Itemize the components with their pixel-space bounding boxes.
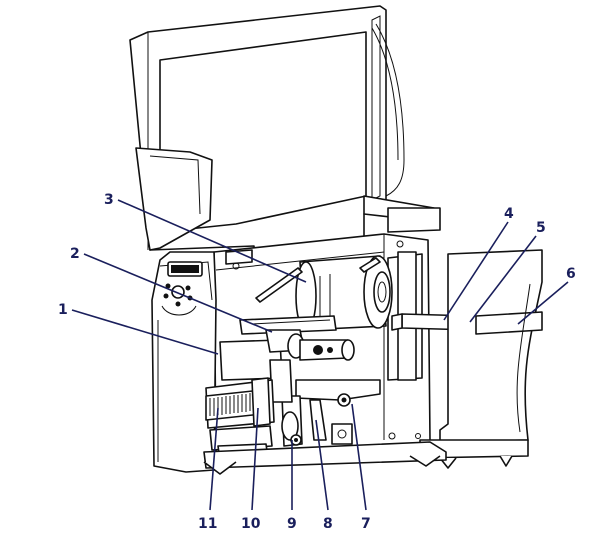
leader-5: [469, 235, 537, 323]
cutter-assembly: [205, 377, 275, 461]
leader-4: [443, 221, 509, 321]
callout-labels: 1 2 3 4 5 6 7 8 9 10 11: [58, 192, 576, 532]
callout-10: 10: [241, 516, 261, 532]
callout-4: 4: [504, 206, 514, 222]
callout-1: 1: [58, 302, 68, 318]
ribbon-supply-spindle: [255, 255, 393, 331]
callout-5: 5: [536, 220, 546, 236]
media-cover: [129, 5, 441, 251]
callout-9: 9: [287, 516, 297, 532]
leader-8: [315, 419, 329, 511]
leader-10: [251, 407, 259, 511]
media-supply-housing: [419, 249, 543, 469]
leader-3: [117, 199, 307, 283]
leader-7: [351, 403, 367, 511]
leader-6: [517, 281, 569, 325]
leader-2: [83, 253, 273, 333]
callout-11: 11: [198, 516, 217, 532]
callout-7: 7: [361, 516, 371, 532]
callout-2: 2: [70, 246, 80, 262]
callout-leaders: [71, 199, 569, 511]
media-guide-plate: [295, 379, 381, 445]
callout-6: 6: [566, 266, 576, 282]
leader-11: [209, 407, 219, 511]
leader-1: [71, 309, 219, 355]
cutter-teeth: [209, 393, 255, 416]
callout-8: 8: [323, 516, 333, 532]
control-panel: [151, 251, 217, 473]
printhead-lever: [269, 359, 303, 447]
base-plate: [203, 441, 447, 475]
callout-3: 3: [104, 192, 114, 208]
